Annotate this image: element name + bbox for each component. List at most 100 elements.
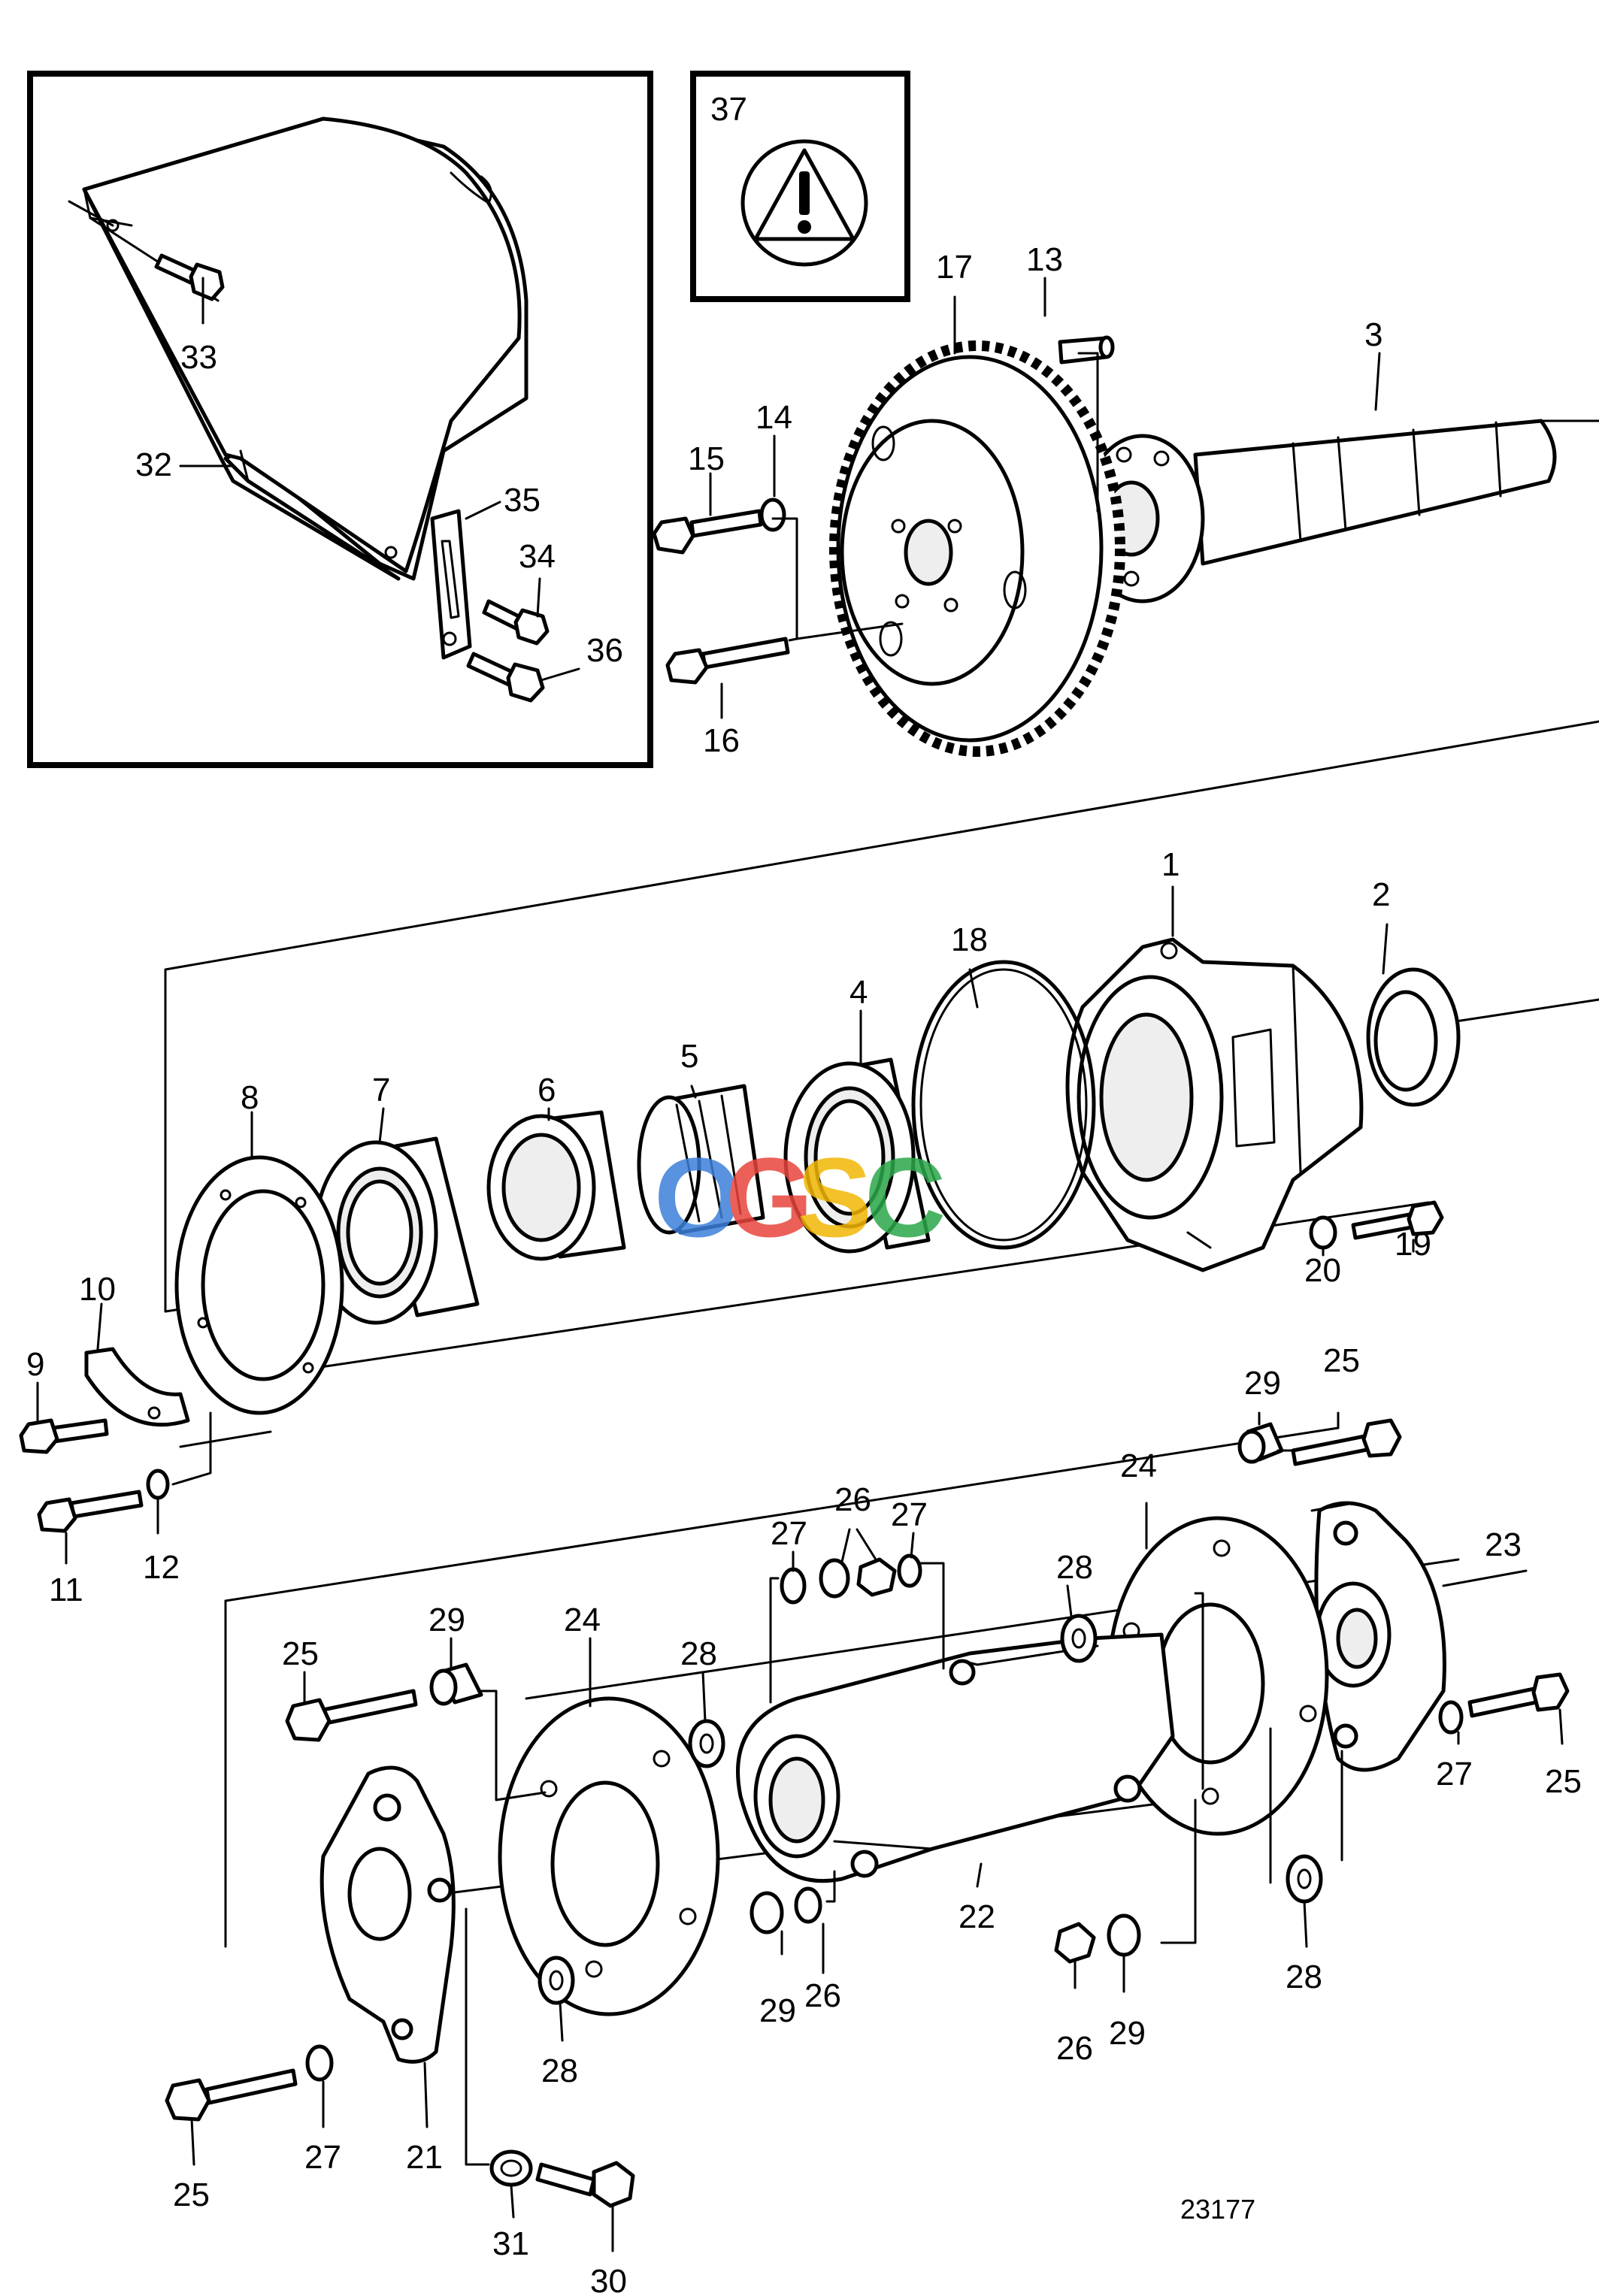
label-24-right: 24 — [1120, 1447, 1157, 1484]
bracket-21 — [319, 1765, 456, 2064]
guard-inset: 33 32 35 34 36 — [27, 71, 653, 768]
figure-reference-number: 23177 — [1180, 2194, 1255, 2225]
washer-28-d — [1286, 1854, 1323, 1904]
label-25-left: 25 — [282, 1635, 319, 1672]
nut-26-center — [750, 1886, 822, 1935]
label-29-right: 29 — [1109, 2015, 1146, 2052]
bolt-36 — [466, 652, 545, 703]
label-22: 22 — [958, 1898, 995, 1935]
gear-group: 17 13 3 14 15 16 — [652, 241, 1599, 759]
watermark-letter-g: G — [725, 1134, 813, 1260]
label-26-right: 26 — [1056, 2030, 1093, 2067]
plate-24-right — [1107, 1516, 1329, 1836]
label-16: 16 — [703, 722, 740, 759]
warning-box: 37 — [690, 71, 910, 302]
label-25-bottom: 25 — [173, 2177, 210, 2213]
bolt-25-top — [1291, 1418, 1402, 1466]
watermark-letter-c: C — [865, 1134, 946, 1260]
label-27-bottom: 27 — [304, 2139, 341, 2176]
shaft-3 — [1080, 419, 1557, 603]
label-35: 35 — [504, 482, 541, 519]
label-33: 33 — [180, 339, 217, 376]
label-9: 9 — [26, 1346, 44, 1383]
bolt-30 — [535, 2161, 635, 2208]
gear-17 — [829, 340, 1125, 757]
label-19: 19 — [1395, 1226, 1431, 1263]
mounting-group: 23 24 29 25 28 26 27 27 28 24 29 25 22 2… — [165, 1342, 1582, 2296]
washer-28-a — [688, 1719, 725, 1768]
label-2: 2 — [1372, 876, 1390, 913]
bolt-25-bottom — [165, 2068, 298, 2122]
label-29-top: 29 — [1244, 1365, 1281, 1402]
label-13: 13 — [1026, 241, 1063, 278]
label-24-left: 24 — [564, 1602, 601, 1638]
label-34: 34 — [519, 538, 556, 575]
nut-26-top — [780, 1553, 922, 1605]
label-28-right: 28 — [1286, 1959, 1322, 1995]
label-17: 17 — [936, 249, 973, 286]
oring-18 — [911, 960, 1096, 1250]
watermark-letter-o: O — [654, 1134, 742, 1260]
label-36: 36 — [586, 632, 623, 669]
warning-triangle-icon — [740, 139, 868, 267]
plate-24-left — [498, 1696, 720, 2016]
label-25-top: 25 — [1323, 1342, 1360, 1379]
gear-5 — [637, 1084, 765, 1235]
seal-2 — [1366, 967, 1461, 1107]
label-25-right: 25 — [1545, 1763, 1582, 1800]
washer-28-b — [1060, 1614, 1098, 1663]
nut-26-right — [1054, 1913, 1141, 1964]
bolt-33 — [154, 253, 225, 301]
label-23: 23 — [1485, 1526, 1522, 1563]
label-31: 31 — [492, 2225, 529, 2262]
washer-28-c — [538, 1956, 575, 2005]
beam-22 — [736, 1632, 1175, 1883]
bolt-15 — [652, 509, 763, 555]
label-28-bottom: 28 — [541, 2052, 578, 2089]
washer-20 — [1309, 1215, 1337, 1250]
label-6: 6 — [538, 1072, 556, 1109]
clamp-10 — [84, 1347, 190, 1427]
label-30: 30 — [590, 2263, 627, 2296]
label-28-top: 28 — [1056, 1549, 1093, 1586]
label-37: 37 — [710, 91, 747, 128]
bearing-4 — [783, 1057, 931, 1254]
label-12: 12 — [143, 1549, 180, 1586]
label-7: 7 — [372, 1072, 390, 1109]
washer-14 — [759, 498, 786, 532]
label-27-right: 27 — [1436, 1756, 1473, 1792]
bolt-25-right — [1467, 1672, 1570, 1718]
washer-31 — [489, 2149, 533, 2187]
label-8: 8 — [241, 1079, 259, 1116]
watermark-logo: O G S C — [654, 1134, 946, 1260]
housing-1 — [1065, 937, 1364, 1272]
bolt-25-left — [285, 1689, 418, 1742]
label-28-left: 28 — [680, 1635, 717, 1672]
bolt-9 — [19, 1418, 109, 1454]
bracket-23 — [1314, 1501, 1446, 1772]
label-10: 10 — [79, 1271, 116, 1308]
label-27-top-right: 27 — [891, 1496, 928, 1533]
label-14: 14 — [756, 399, 792, 436]
label-26-center: 26 — [804, 1977, 841, 2014]
label-5: 5 — [680, 1038, 698, 1075]
label-29-left: 29 — [429, 1602, 465, 1638]
label-26-top: 26 — [834, 1481, 871, 1518]
label-4: 4 — [849, 974, 868, 1011]
label-20: 20 — [1304, 1252, 1341, 1289]
watermark-letter-s: S — [797, 1134, 872, 1260]
label-18: 18 — [951, 921, 988, 958]
spacer-29-left — [429, 1662, 483, 1706]
label-1: 1 — [1161, 846, 1180, 883]
washer-12 — [146, 1469, 170, 1500]
bolt-34 — [482, 599, 550, 646]
strap-35 — [430, 509, 472, 660]
label-29-center: 29 — [759, 1992, 796, 2029]
label-27-top-left: 27 — [771, 1515, 807, 1552]
bolt-11 — [37, 1490, 144, 1533]
washer-27-right — [1438, 1700, 1464, 1735]
screw-19 — [1351, 1200, 1444, 1240]
washer-27-bottom — [305, 2044, 334, 2082]
sleeve-6 — [486, 1110, 626, 1261]
